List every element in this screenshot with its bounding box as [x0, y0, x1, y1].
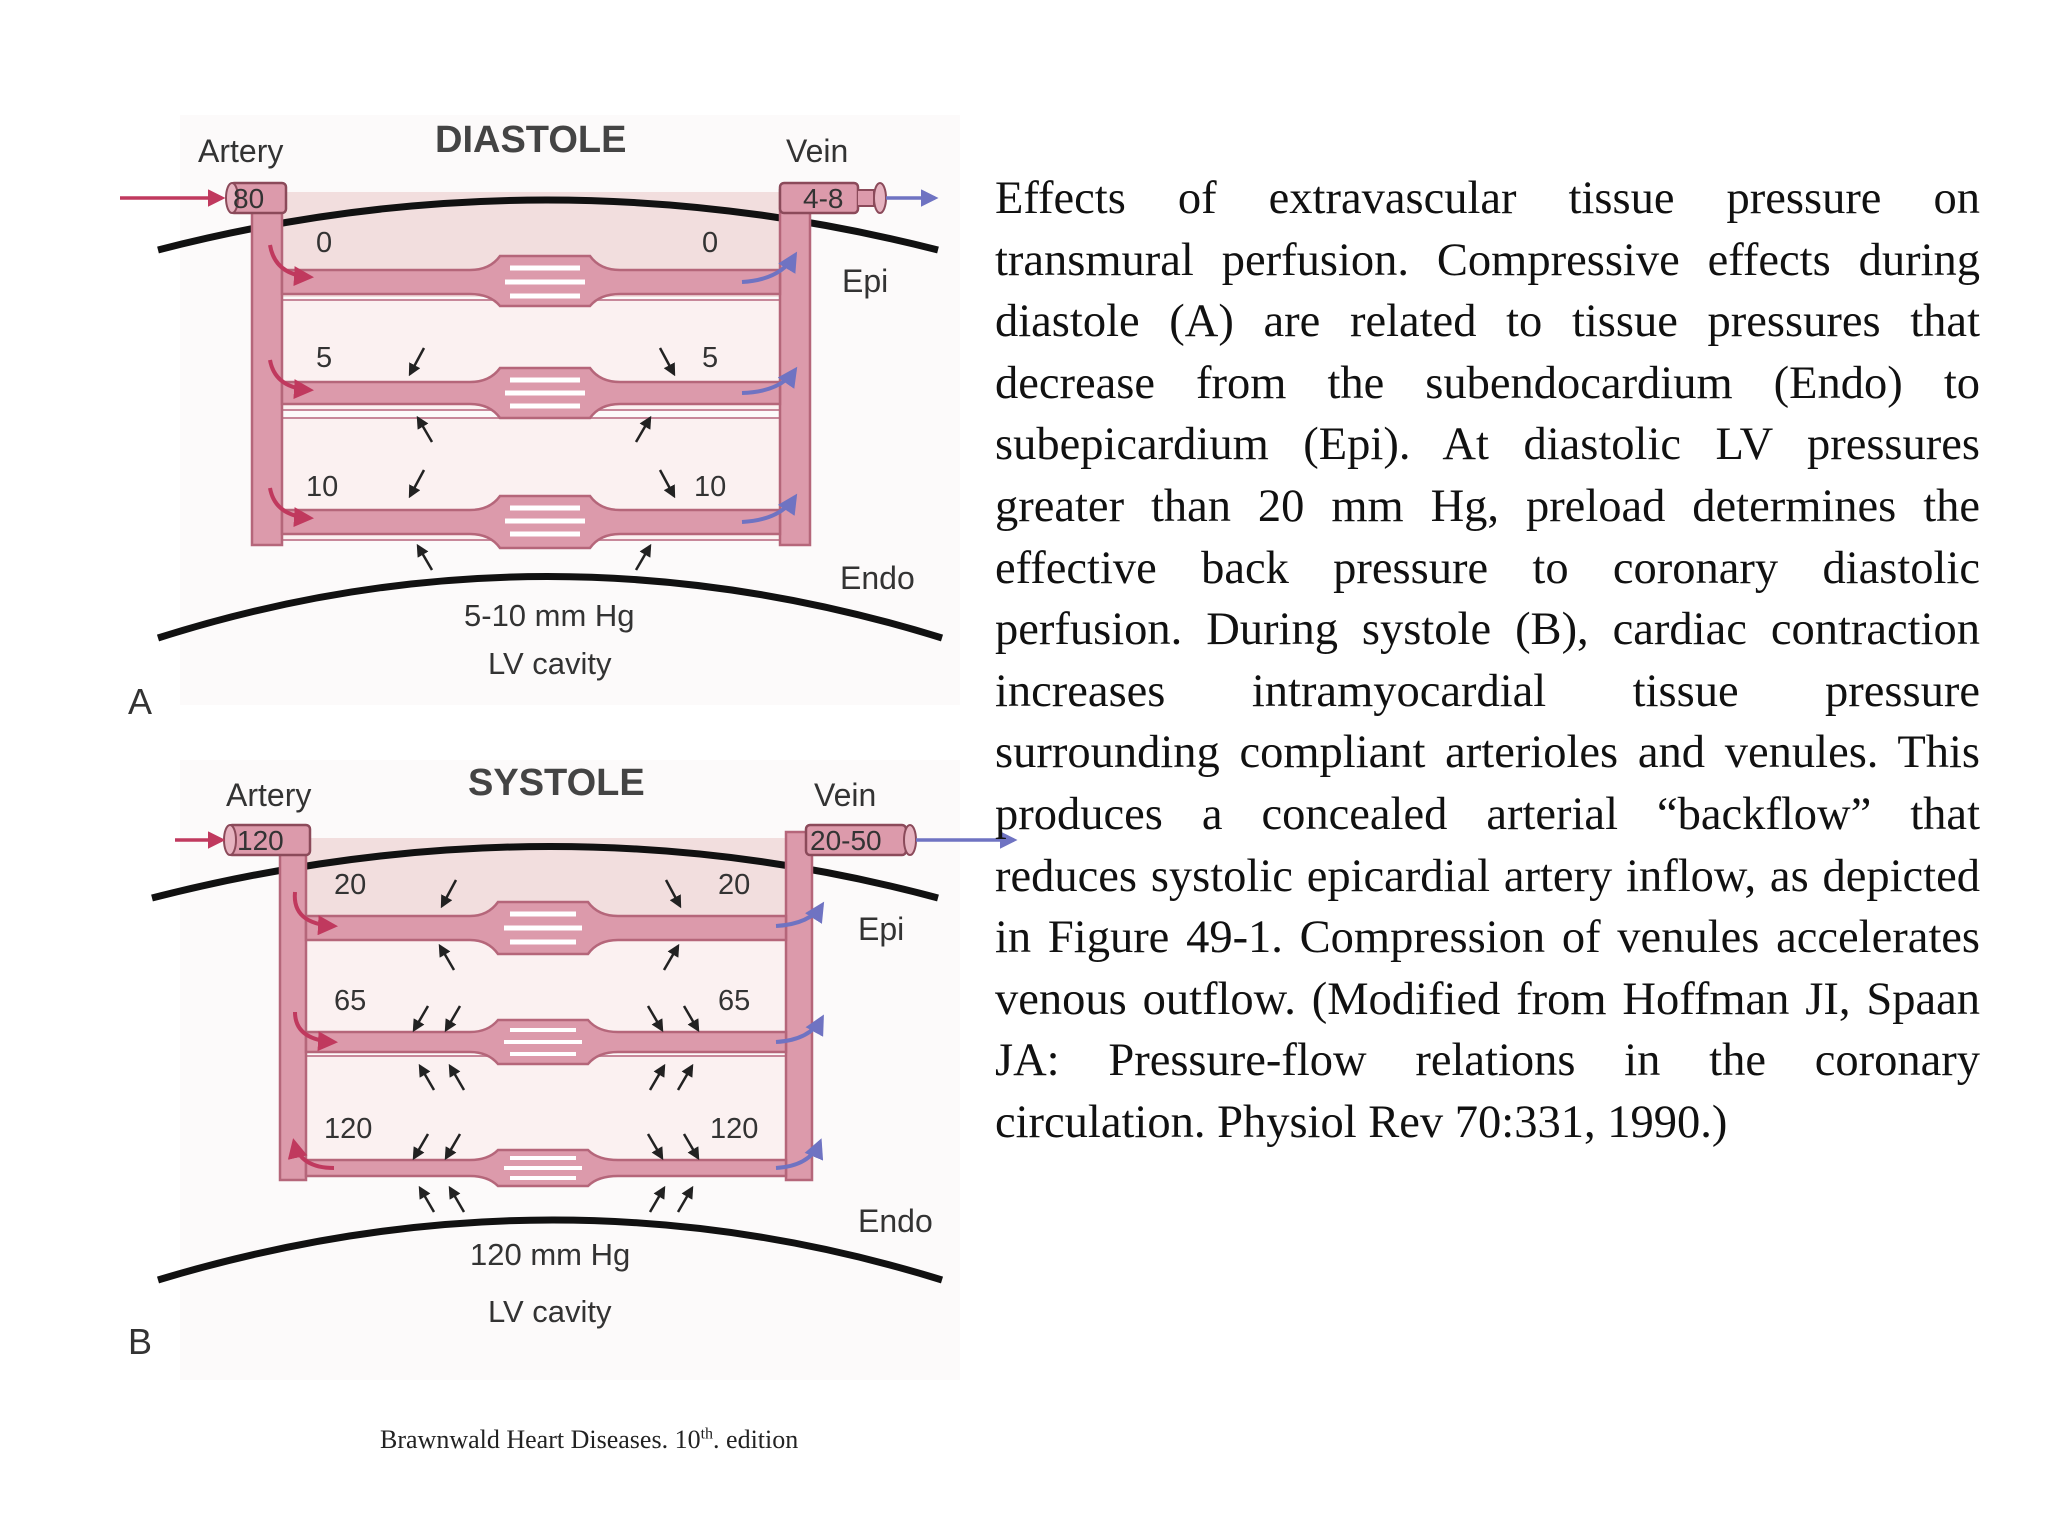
layer-pressure-right: 65: [718, 985, 750, 1017]
endo-label: Endo: [840, 560, 915, 596]
compression-arrows: [408, 347, 676, 571]
artery-trunk: [278, 830, 308, 1182]
endocardium-wall: [156, 573, 944, 642]
arterial-branch-arrow: [287, 1138, 335, 1170]
cavity-label: LV cavity: [488, 646, 612, 681]
artery-trunk: [250, 188, 284, 547]
venous-branch-arrow: [775, 1138, 824, 1170]
venous-branch-arrow: [775, 1014, 824, 1044]
vessel-epi: [304, 900, 788, 956]
layer-pressure-right: 5: [702, 342, 718, 374]
vessel-mid: [304, 1018, 788, 1066]
artery-pressure: 80: [233, 183, 264, 214]
venous-branch-arrow: [741, 493, 798, 524]
endo-label: Endo: [858, 1203, 933, 1239]
layer-pressure-left: 10: [306, 471, 338, 503]
layer-pressure-left: 0: [316, 227, 332, 259]
vessel-mid: [280, 366, 782, 420]
source-suffix: . edition: [713, 1425, 799, 1454]
source-superscript: th: [700, 1425, 714, 1443]
arterial-branch-arrow: [268, 487, 314, 528]
panel-title: SYSTOLE: [468, 762, 645, 804]
panel-systole: SYSTOLE Artery 120 Vein 20-50 Epi Endo 2…: [128, 760, 1018, 1380]
cavity-label: LV cavity: [488, 1294, 612, 1329]
layer-pressure-left: 20: [334, 869, 366, 901]
compression-arrows: [412, 879, 700, 1213]
vein-pressure: 4-8: [803, 183, 843, 214]
source-text: Brawnwald Heart Diseases. 10: [380, 1425, 701, 1454]
layer-pressure-right: 10: [694, 471, 726, 503]
vein-trunk: [778, 188, 812, 547]
epicardium-wall: [151, 843, 939, 902]
vein-label: Vein: [786, 133, 848, 169]
vein-stub-connector: [858, 189, 875, 207]
artery-stub-end: [225, 182, 239, 214]
vein-stub-end: [873, 182, 887, 214]
source-citation: Brawnwald Heart Diseases. 10th. edition: [380, 1425, 798, 1455]
artery-pressure: 120: [237, 825, 284, 856]
panel-title: DIASTOLE: [435, 119, 626, 161]
vessel-endo: [280, 494, 782, 550]
layer-pressure-right: 120: [710, 1113, 758, 1145]
vein-stub-end: [903, 824, 917, 856]
layer-pressure-left: 5: [316, 342, 332, 374]
vessel-epi: [280, 254, 782, 308]
venous-branch-arrow: [741, 366, 798, 395]
figure-caption: Effects of extravascular tissue pressure…: [995, 173, 1980, 1148]
layer-pressure-left: 120: [324, 1113, 372, 1145]
vein-pressure: 20-50: [810, 825, 882, 856]
arterial-branch-arrow: [268, 359, 314, 400]
vessel-endo: [304, 1148, 788, 1188]
arterial-branch-arrow: [292, 891, 338, 936]
panel-letter: B: [128, 1321, 152, 1362]
artery-label: Artery: [198, 133, 283, 169]
venous-branch-arrow: [775, 901, 825, 928]
artery-label: Artery: [226, 777, 311, 813]
vein-label: Vein: [814, 777, 876, 813]
panel-diastole: DIASTOLE Artery 80 Vein 4-8 Epi Endo 0 0…: [120, 115, 960, 722]
artery-stub-end: [223, 824, 237, 856]
cavity-pressure: 5-10 mm Hg: [464, 598, 635, 633]
vein-trunk: [784, 830, 814, 1182]
cavity-pressure: 120 mm Hg: [470, 1237, 630, 1272]
layer-pressure-right: 0: [702, 227, 718, 259]
epi-label: Epi: [842, 263, 888, 299]
layer-pressure-right: 20: [718, 869, 750, 901]
venous-branch-arrow: [741, 251, 798, 284]
layer-pressure-left: 65: [334, 985, 366, 1017]
endocardium-wall: [156, 1216, 944, 1284]
panel-letter: A: [128, 681, 152, 722]
arterial-branch-arrow: [268, 244, 314, 287]
arterial-branch-arrow: [293, 1011, 338, 1052]
epi-label: Epi: [858, 911, 904, 947]
